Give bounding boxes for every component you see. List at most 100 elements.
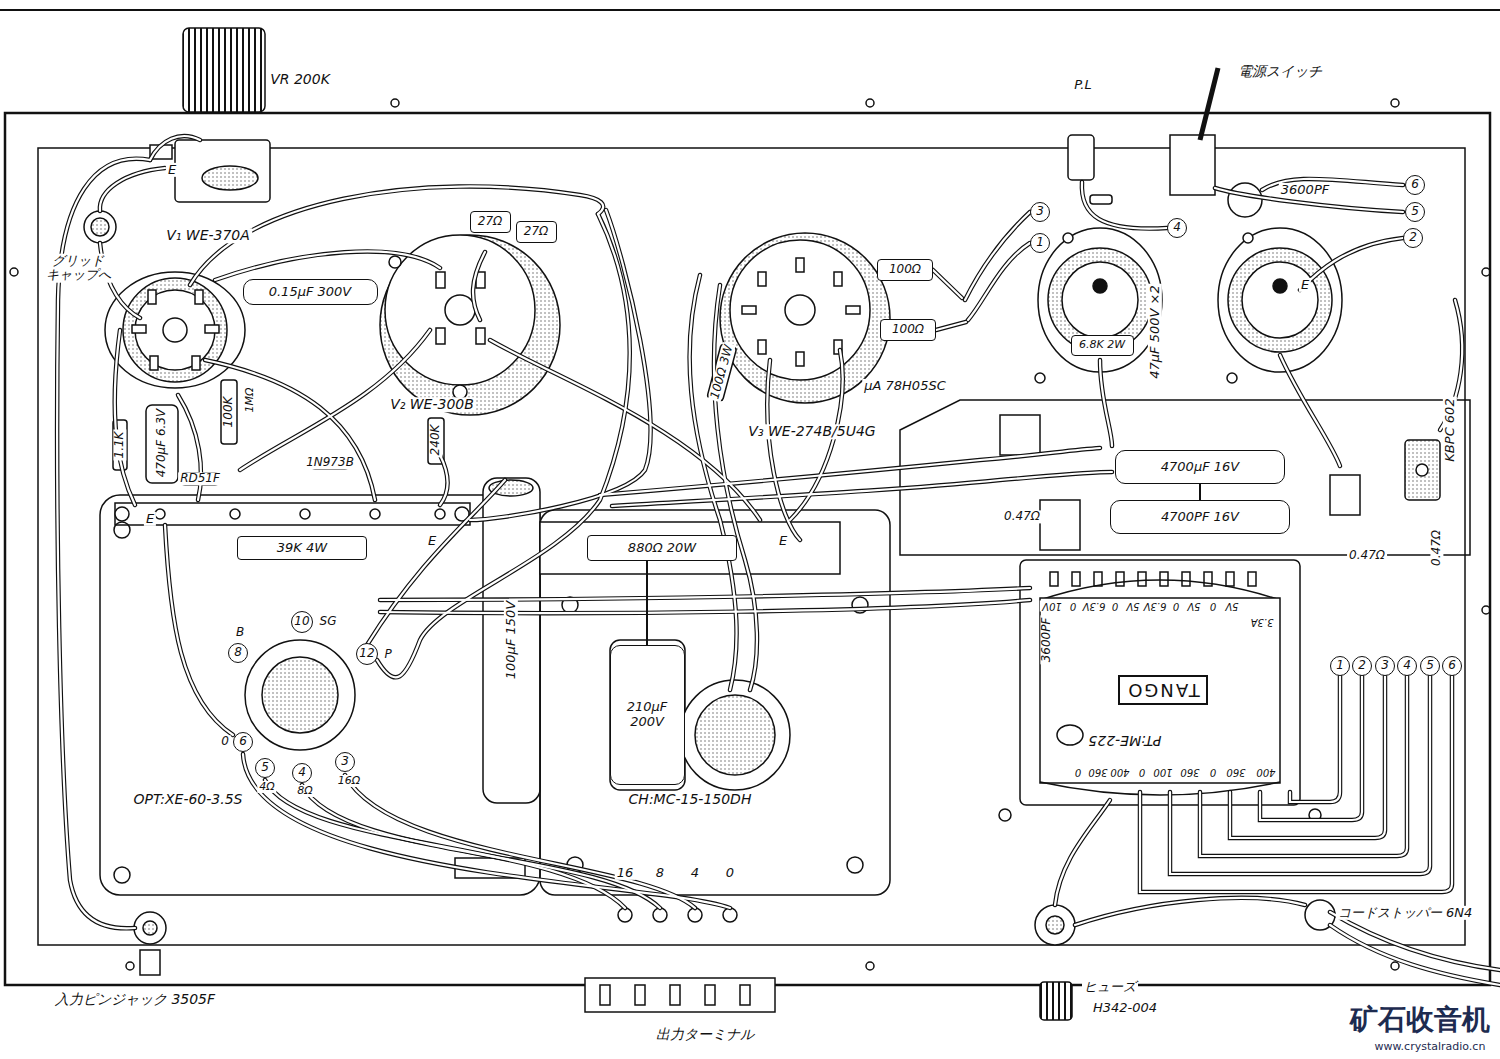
callout-text: 2 <box>1409 231 1417 245</box>
component-value: 210μF 200V <box>617 700 678 730</box>
tap-label: 0 <box>1208 601 1218 612</box>
component-value: 0.47Ω <box>1430 528 1443 568</box>
callout-text: 6 <box>1448 659 1456 673</box>
callout-text: 5 <box>1411 205 1419 219</box>
terminal-label: 0 <box>724 866 736 880</box>
callout-number: 6 <box>1442 656 1462 676</box>
component-value: 100μF 150V <box>504 599 518 681</box>
terminal-label: 16 <box>615 866 636 880</box>
tube-socket <box>758 272 766 286</box>
callout-text: 5 <box>261 761 269 775</box>
chassis <box>126 962 134 970</box>
component-value: 880Ω 20W <box>628 541 696 556</box>
tap-label: 5V <box>1124 601 1141 612</box>
regulator-bracket <box>1405 440 1440 500</box>
tube-socket <box>1273 279 1287 293</box>
volume-control <box>150 28 270 202</box>
component-value: 27Ω <box>478 215 502 229</box>
volume-control <box>183 28 265 112</box>
pin-name: 4Ω <box>257 781 276 793</box>
tap-label: 400 <box>1254 767 1277 778</box>
tube-socket <box>796 258 804 272</box>
power-transformer <box>1072 572 1080 586</box>
terminal-label: 4 <box>689 866 701 880</box>
callout-number: 2 <box>1352 656 1372 676</box>
ground-mark: E <box>426 534 438 548</box>
rear-panel-parts <box>670 985 680 1005</box>
resistor: 880Ω 20W <box>587 535 737 561</box>
rear-panel-parts <box>1035 905 1075 945</box>
callout-number: 3 <box>1375 656 1395 676</box>
callout-text: 3 <box>1036 205 1044 219</box>
callout-text: 3 <box>1381 659 1389 673</box>
tube-socket <box>436 328 445 344</box>
rear-panel-parts <box>1046 916 1064 934</box>
callout-number: 10 <box>291 611 313 633</box>
tap-label: 360 <box>1224 767 1247 778</box>
terminal-strip <box>115 503 470 525</box>
tube-socket <box>380 235 560 415</box>
power-transformer <box>999 560 1321 821</box>
callout-text: 10 <box>294 615 309 629</box>
part-label: 入力ピンジャック 3505F <box>53 992 217 1007</box>
tube-socket <box>195 290 203 304</box>
watermark: www.crystalradio.cn <box>1373 1041 1488 1053</box>
pin-name: 8Ω <box>295 785 314 797</box>
capacitor: 4700μF 16V <box>1115 450 1285 484</box>
choke <box>540 510 890 895</box>
component-value: 4700μF 16V <box>1161 460 1239 475</box>
power-transformer <box>1248 572 1256 586</box>
tube-socket <box>453 385 467 399</box>
tap-label: 100 <box>1151 767 1174 778</box>
callout-text: 2 <box>1358 659 1366 673</box>
grid-cap-jack <box>91 218 109 236</box>
tap-label: 10V <box>1040 601 1064 612</box>
component-value: 100K <box>222 395 235 430</box>
regulator-bracket <box>1000 415 1040 455</box>
component-value: 47μF 500V ×2 <box>1148 283 1162 380</box>
callout-number: 8 <box>228 643 248 663</box>
tube-socket <box>1218 228 1342 372</box>
component-value: 1MΩ <box>244 386 256 415</box>
tube-socket <box>1093 279 1107 293</box>
tube-socket <box>445 295 475 325</box>
callout-text: 6 <box>239 735 247 749</box>
capacitor-body <box>483 478 540 803</box>
power-transformer <box>1138 572 1146 586</box>
callout-number: 3 <box>1030 202 1050 222</box>
component-value: 100Ω <box>892 323 924 337</box>
component-value: 1.1K <box>113 430 126 461</box>
tube-label: V₃ WE-274B/5U4G <box>746 424 877 439</box>
terminal-strip <box>435 509 445 519</box>
component-value: 0.47Ω <box>1002 510 1042 523</box>
terminal-strip <box>300 509 310 519</box>
tube-socket <box>1243 233 1253 243</box>
grid-cap-jack <box>84 211 116 243</box>
rear-panel-parts <box>585 978 775 1012</box>
callout-number: 6 <box>1405 175 1425 195</box>
tube-socket <box>150 356 158 370</box>
rear-panel-parts <box>134 900 1335 1020</box>
grid-cap-jack <box>84 211 116 243</box>
power-transformer <box>999 809 1011 821</box>
resistor-symbol <box>146 405 178 483</box>
callout-number: 1 <box>1030 233 1050 253</box>
rear-panel-parts <box>140 950 160 975</box>
tube-socket <box>385 235 535 385</box>
callout-number: 5 <box>1405 202 1425 222</box>
tube-label: V₁ WE-370A <box>164 228 252 243</box>
part-label: μA 78H05SC <box>862 379 948 393</box>
pin-name: B <box>234 626 246 639</box>
regulator-bracket <box>900 400 1470 555</box>
part-label: KBPC 602 <box>1443 396 1457 463</box>
ground-mark: E <box>777 534 789 548</box>
callout-number: 2 <box>1403 228 1423 248</box>
output-transformer <box>114 522 130 538</box>
component-value: 3600PF <box>1279 183 1331 197</box>
capacitor: 4700PF 16V <box>1110 500 1290 534</box>
tube-socket <box>1038 228 1162 372</box>
capacitor-body <box>455 478 540 878</box>
